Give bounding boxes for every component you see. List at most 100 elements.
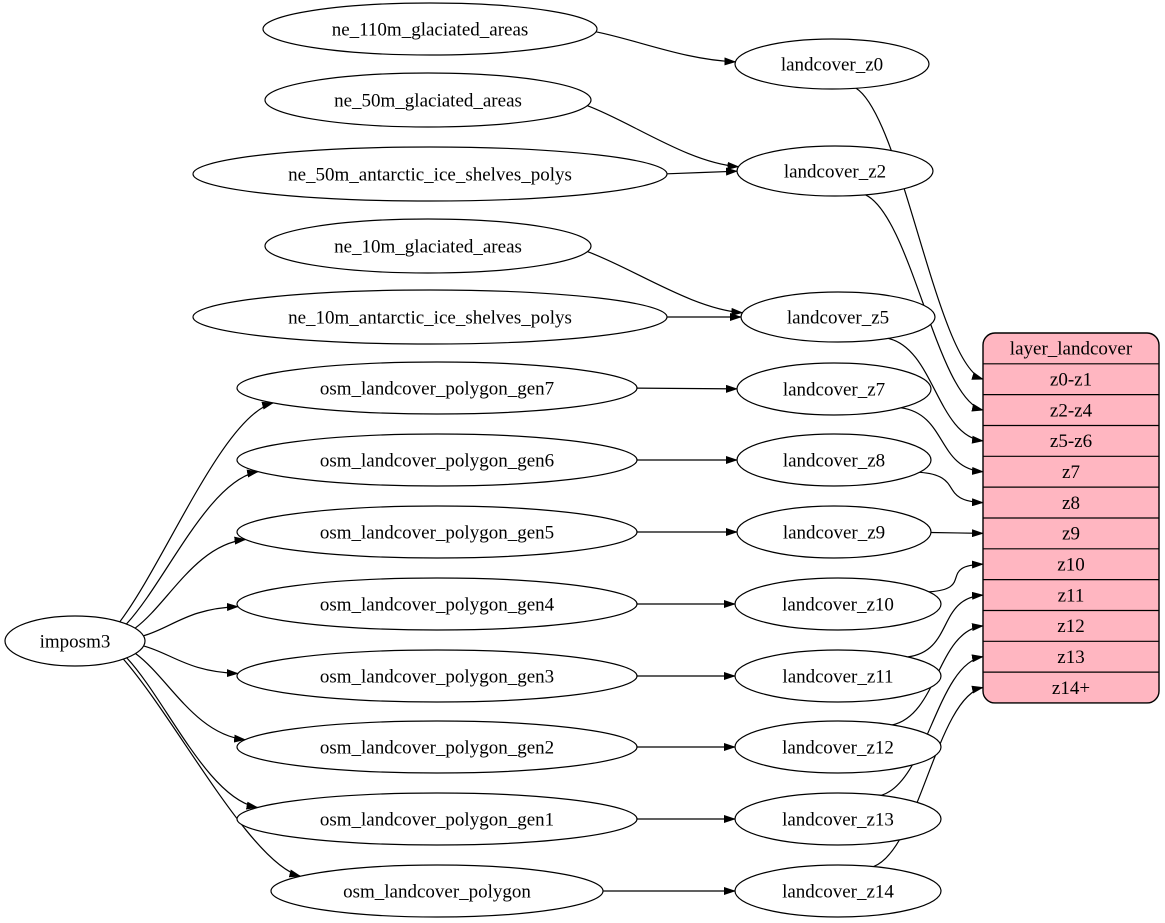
node-label-landcover_z0: landcover_z0 [781,54,883,75]
node-shape-landcover_z11 [734,649,942,703]
node-label-landcover_z13: landcover_z13 [782,809,894,830]
edge-imposm3-to-osm_landcover_polygon_gen7 [119,401,275,623]
node-shape-landcover_z5 [740,291,936,343]
table-row-z2-z4: z2-z4 [1050,400,1093,421]
node-shape-ne_50m_glaciated_areas [264,72,592,128]
node-label-landcover_z2: landcover_z2 [784,161,886,182]
node-osm_landcover_polygon_gen2: osm_landcover_polygon_gen2 [236,720,638,774]
edge-imposm3-to-osm_landcover_polygon_gen1 [126,657,259,810]
node-landcover_z8: landcover_z8 [736,433,932,487]
node-label-landcover_z12: landcover_z12 [782,737,894,758]
node-osm_landcover_polygon_gen4: osm_landcover_polygon_gen4 [236,577,638,631]
node-osm_landcover_polygon_gen1: osm_landcover_polygon_gen1 [236,792,638,846]
node-osm_landcover_polygon_gen5: osm_landcover_polygon_gen5 [236,505,638,559]
node-ne_110m_glaciated_areas: ne_110m_glaciated_areas [262,2,598,56]
edge-landcover_z11-to-layer_landcover-z11 [907,591,984,658]
node-shape-landcover_z14 [734,864,942,918]
node-landcover_z14: landcover_z14 [734,864,942,918]
node-shape-landcover_z9 [736,505,932,559]
node-landcover_z5: landcover_z5 [740,291,936,343]
edge-landcover_z9-to-layer_landcover-z9 [930,529,984,538]
node-label-imposm3: imposm3 [40,631,111,652]
table-row-z14+: z14+ [1052,678,1090,699]
node-label-landcover_z5: landcover_z5 [787,307,889,328]
table-row-z10: z10 [1057,554,1084,575]
node-label-landcover_z14: landcover_z14 [782,881,894,902]
node-shape-landcover_z8 [736,433,932,487]
node-label-landcover_z7: landcover_z7 [783,379,885,400]
node-ne_10m_antarctic_ice_shelves_polys: ne_10m_antarctic_ice_shelves_polys [192,289,668,345]
edge-landcover_z13-to-layer_landcover-z13 [881,654,984,796]
node-shape-osm_landcover_polygon_gen1 [236,792,638,846]
edge-imposm3-to-osm_landcover_polygon [122,658,302,878]
edge-landcover_z8-to-layer_landcover-z8 [919,471,984,507]
table-row-z7: z7 [1062,462,1080,483]
node-osm_landcover_polygon_gen7: osm_landcover_polygon_gen7 [236,361,638,415]
nodes-layer: imposm3 ne_110m_glaciated_areas ne_50m_gla… [4,2,942,918]
node-shape-landcover_z7 [736,362,932,416]
node-shape-landcover_z10 [734,577,942,631]
edges-layer [119,31,984,896]
edge-landcover_z10-to-layer_landcover-z10 [928,560,984,593]
edge-ne_10m_glaciated_areas-to-landcover_z5 [587,251,744,316]
node-ne_50m_antarctic_ice_shelves_polys: ne_50m_antarctic_ice_shelves_polys [192,146,668,202]
node-shape-osm_landcover_polygon_gen3 [236,649,638,703]
node-label-ne_110m_glaciated_areas: ne_110m_glaciated_areas [332,19,529,40]
table-row-z11: z11 [1058,585,1085,606]
node-landcover_z11: landcover_z11 [734,649,942,703]
node-shape-landcover_z12 [734,720,942,774]
node-label-landcover_z10: landcover_z10 [782,594,894,615]
node-shape-osm_landcover_polygon_gen4 [236,577,638,631]
node-label-ne_50m_glaciated_areas: ne_50m_glaciated_areas [334,90,522,111]
edge-landcover_z0-to-layer_landcover-z0-z1 [855,87,984,380]
node-shape-osm_landcover_polygon [270,864,604,918]
node-shape-ne_10m_glaciated_areas [264,218,592,274]
table-row-z9: z9 [1062,524,1080,545]
table-row-z12: z12 [1057,616,1084,637]
table-title: layer_landcover [1010,339,1133,360]
node-imposm3: imposm3 [4,615,146,667]
node-ne_10m_glaciated_areas: ne_10m_glaciated_areas [264,218,592,274]
node-label-osm_landcover_polygon_gen4: osm_landcover_polygon_gen4 [320,594,555,615]
node-shape-osm_landcover_polygon_gen6 [236,433,638,487]
edge-landcover_z14-to-layer_landcover-z14+ [873,685,984,868]
edge-imposm3-to-osm_landcover_polygon_gen4 [143,603,239,637]
node-shape-ne_110m_glaciated_areas [262,2,598,56]
edge-imposm3-to-osm_landcover_polygon_gen5 [134,536,247,629]
edge-ne_110m_glaciated_areas-to-landcover_z0 [595,31,737,66]
node-osm_landcover_polygon: osm_landcover_polygon [270,864,604,918]
table-row-z5-z6: z5-z6 [1050,431,1092,452]
edge-osm_landcover_polygon_gen7-to-landcover_z7 [636,384,738,393]
table-row-z13: z13 [1057,647,1084,668]
edge-imposm3-to-osm_landcover_polygon_gen6 [125,469,260,625]
node-shape-osm_landcover_polygon_gen7 [236,361,638,415]
edge-ne_50m_antarctic_ice_shelves_polys-to-landcover_z2 [666,167,738,176]
node-label-ne_10m_glaciated_areas: ne_10m_glaciated_areas [334,236,522,257]
edge-imposm3-to-osm_landcover_polygon_gen2 [135,653,247,743]
node-landcover_z2: landcover_z2 [736,145,934,197]
node-label-osm_landcover_polygon_gen6: osm_landcover_polygon_gen6 [320,450,554,471]
table-row-z0-z1: z0-z1 [1050,370,1092,391]
node-ne_50m_glaciated_areas: ne_50m_glaciated_areas [264,72,592,128]
node-label-ne_10m_antarctic_ice_shelves_polys: ne_10m_antarctic_ice_shelves_polys [288,307,572,328]
node-landcover_z9: landcover_z9 [736,505,932,559]
node-osm_landcover_polygon_gen3: osm_landcover_polygon_gen3 [236,649,638,703]
node-label-ne_50m_antarctic_ice_shelves_polys: ne_50m_antarctic_ice_shelves_polys [288,164,572,185]
node-label-osm_landcover_polygon_gen7: osm_landcover_polygon_gen7 [320,378,554,399]
node-shape-landcover_z13 [734,792,942,846]
node-landcover_z0: landcover_z0 [734,38,930,90]
node-osm_landcover_polygon_gen6: osm_landcover_polygon_gen6 [236,433,638,487]
node-shape-ne_10m_antarctic_ice_shelves_polys [192,289,668,345]
node-shape-ne_50m_antarctic_ice_shelves_polys [192,146,668,202]
node-label-landcover_z8: landcover_z8 [783,450,885,471]
node-landcover_z12: landcover_z12 [734,720,942,774]
table-row-z8: z8 [1062,493,1080,514]
node-label-osm_landcover_polygon_gen1: osm_landcover_polygon_gen1 [320,809,554,830]
node-label-landcover_z11: landcover_z11 [782,666,893,687]
node-shape-landcover_z2 [736,145,934,197]
node-label-osm_landcover_polygon_gen5: osm_landcover_polygon_gen5 [320,522,554,543]
node-landcover_z13: landcover_z13 [734,792,942,846]
node-landcover_z7: landcover_z7 [736,362,932,416]
